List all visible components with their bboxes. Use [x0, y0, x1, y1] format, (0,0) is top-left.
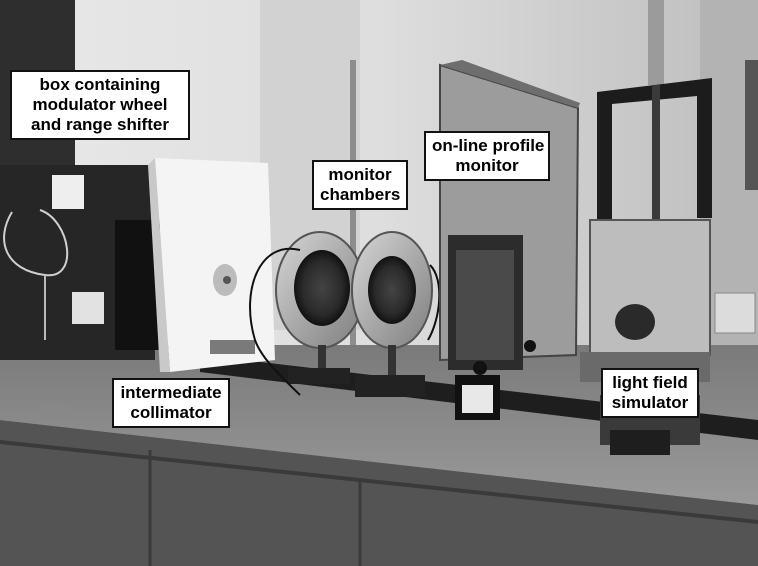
label-light-field-simulator: light field simulator: [601, 368, 699, 418]
label-line: modulator wheel: [32, 95, 168, 114]
label-monitor-chambers: monitor chambers: [312, 160, 408, 210]
label-online-profile-monitor: on-line profile monitor: [424, 131, 550, 181]
light-field-simulator: [580, 0, 756, 455]
monitor-chamber-2: [351, 231, 433, 397]
bench-front: [0, 420, 758, 566]
label-line: chambers: [320, 185, 401, 204]
label-line: on-line profile: [432, 136, 545, 155]
label-line: and range shifter: [31, 115, 169, 134]
label-line: box containing: [39, 75, 161, 94]
label-line: intermediate: [120, 383, 222, 402]
collimator-block: [155, 158, 275, 372]
label-box-modulator: box containing modulator wheel and range…: [10, 70, 190, 140]
label-line: light field: [612, 373, 688, 392]
label-line: collimator: [130, 403, 212, 422]
label-line: simulator: [611, 393, 689, 412]
label-intermediate-collimator: intermediate collimator: [112, 378, 230, 428]
label-line: monitor: [455, 156, 519, 175]
label-line: monitor: [328, 165, 392, 184]
